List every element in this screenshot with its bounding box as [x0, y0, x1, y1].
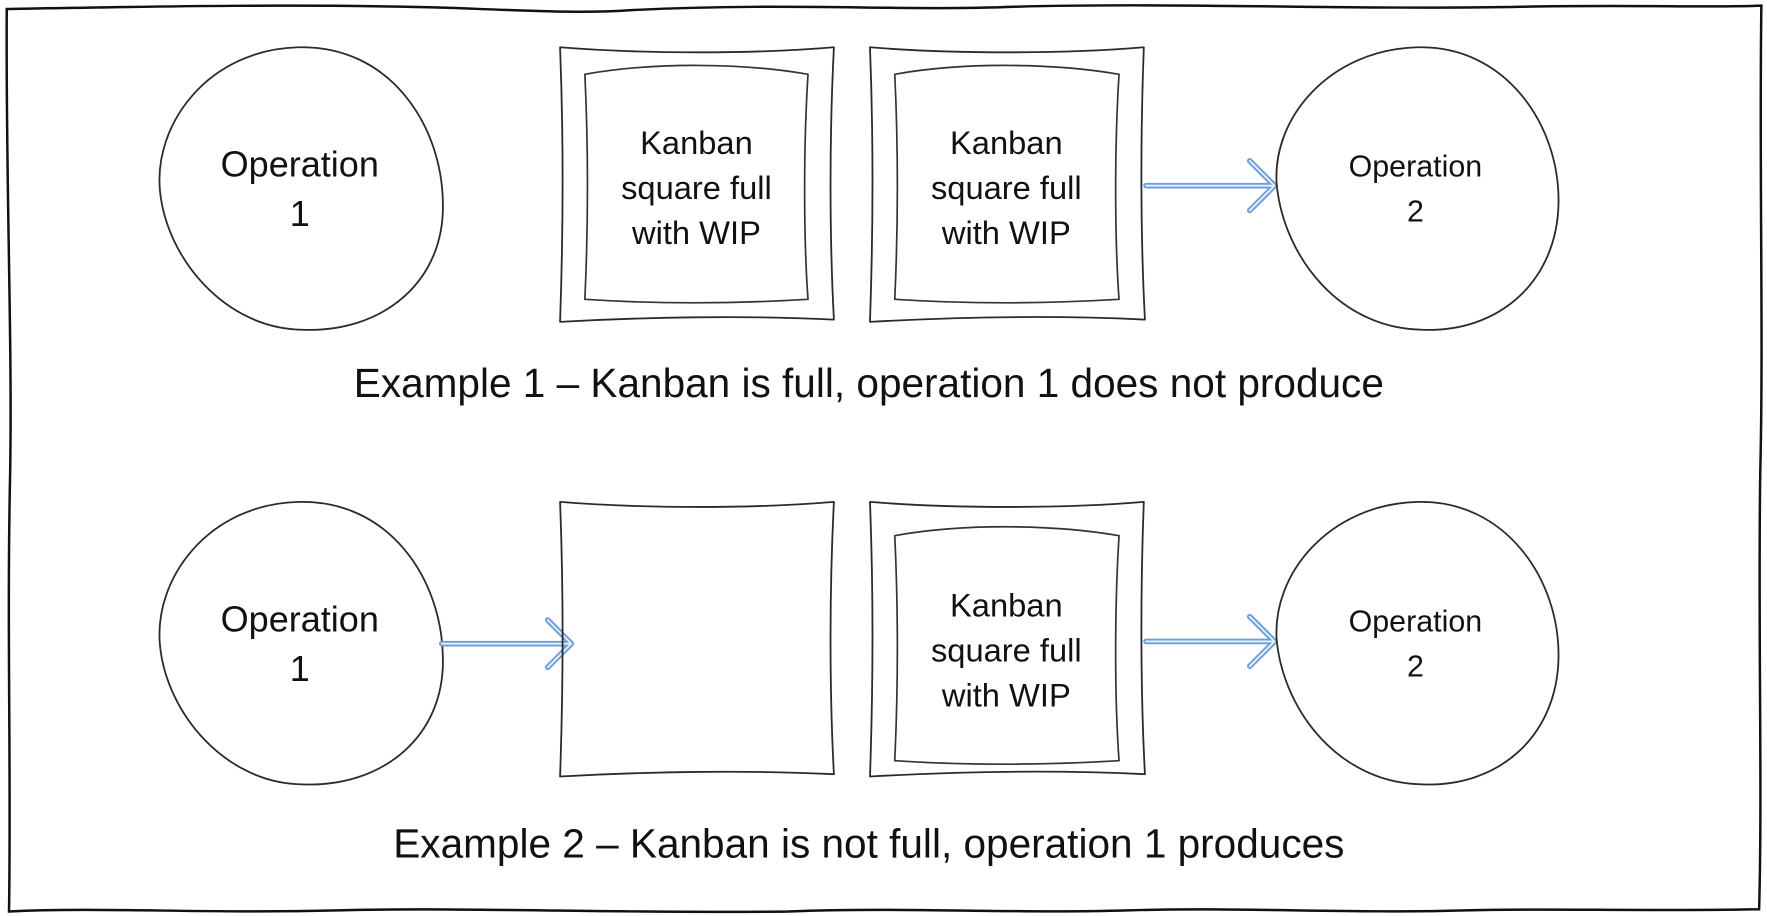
operation-2-label-line2: 2: [1407, 195, 1424, 229]
kanban-square-1-outline: [559, 46, 835, 323]
operation-1-node-row2: Operation 1: [158, 500, 444, 786]
kanban-2-text-line3: with WIP: [941, 214, 1071, 251]
kanban-square-1-row2-empty: [559, 500, 835, 778]
kanban-2-text-line2: square full: [931, 169, 1082, 206]
example-1-caption: Example 1 – Kanban is full, operation 1 …: [354, 360, 1384, 406]
operation-2-circle-row2: [1275, 500, 1560, 786]
example-2: Operation 1 Kanban square full with WIP: [158, 500, 1560, 867]
example-2-caption: Example 2 – Kanban is not full, operatio…: [393, 821, 1344, 867]
arrow-operation-1-to-kanban-1: [438, 617, 575, 671]
arrow-kanban-2-to-operation-2-row2: [1143, 613, 1278, 669]
kanban-2-text-line1: Kanban: [950, 124, 1063, 161]
kanban-square-1-wip: [584, 64, 809, 304]
operation-2-node-row2: Operation 2: [1275, 500, 1560, 786]
arrow-kanban-2-to-operation-2: [1143, 158, 1278, 214]
operation-1-circle: [158, 46, 444, 331]
kanban-square-2-row2-outline: [869, 500, 1146, 778]
operation-2-circle: [1275, 46, 1560, 331]
operation-2-row2-label-line2: 2: [1407, 649, 1424, 683]
example-1: Operation 1 Kanban square full with WIP …: [158, 46, 1560, 406]
operation-1-node: Operation 1: [158, 46, 444, 331]
kanban-square-2-row2-wip: [893, 525, 1120, 765]
kanban-square-2-row2: Kanban square full with WIP: [869, 500, 1146, 778]
operation-2-node: Operation 2: [1275, 46, 1560, 331]
operation-1-label-line2: 1: [290, 193, 310, 234]
kanban-square-2-wip: [893, 64, 1120, 304]
kanban-square-1-row2-outline: [559, 500, 835, 778]
kanban-square-2: Kanban square full with WIP: [869, 46, 1146, 323]
kanban-1-text-line1: Kanban: [640, 124, 753, 161]
kanban-2-row2-text-line1: Kanban: [950, 587, 1063, 624]
operation-1-circle-row2: [158, 500, 444, 786]
operation-2-label-line1: Operation: [1349, 150, 1483, 184]
kanban-square-2-outline: [869, 46, 1146, 323]
kanban-1-text-line2: square full: [621, 169, 772, 206]
operation-1-label-line1: Operation: [221, 144, 379, 185]
kanban-2-row2-text-line3: with WIP: [941, 677, 1071, 714]
kanban-1-text-line3: with WIP: [631, 214, 761, 251]
kanban-2-row2-text-line2: square full: [931, 632, 1082, 669]
operation-1-row2-label-line2: 1: [290, 648, 310, 689]
outer-frame: [5, 4, 1763, 914]
kanban-square-1: Kanban square full with WIP: [559, 46, 835, 323]
operation-2-row2-label-line1: Operation: [1349, 604, 1483, 638]
operation-1-row2-label-line1: Operation: [221, 598, 379, 639]
